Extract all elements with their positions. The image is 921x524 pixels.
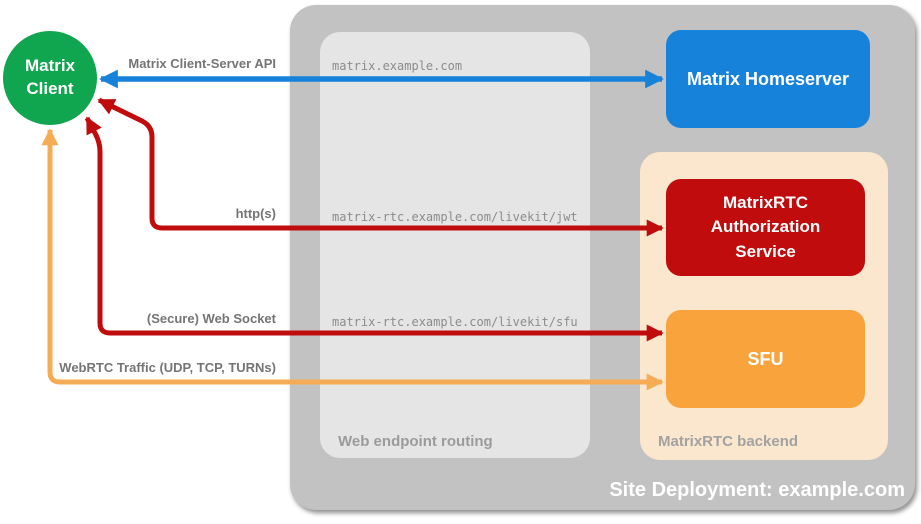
webrtc-traffic-arrow <box>41 128 664 391</box>
endpoint-matrix-example-com: matrix.example.com <box>332 59 463 73</box>
matrix-client-label: Matrix Client <box>24 56 76 98</box>
matrix-homeserver-node: Matrix Homeserver <box>666 30 870 128</box>
matrix-homeserver-label: Matrix Homeserver <box>686 68 850 89</box>
matrixrtc-authorization-service-node: MatrixRTC Authorization Service <box>666 179 865 276</box>
matrix-client-node: Matrix Client <box>3 31 97 125</box>
sfu-label: SFU <box>747 348 784 369</box>
webrtc-traffic-arrow-label: WebRTC Traffic (UDP, TCP, TURNs) <box>59 360 276 375</box>
https-arrow-label: http(s) <box>235 206 276 221</box>
site-deployment-title: Site Deployment: example.com <box>609 479 905 501</box>
sfu-node: SFU <box>666 310 865 408</box>
web-endpoint-routing-label: Web endpoint routing <box>338 433 493 450</box>
client-server-api-arrow-label: Matrix Client-Server API <box>128 56 276 71</box>
matrixrtc-authorization-service-label: MatrixRTC Authorization Service <box>710 192 821 261</box>
web-socket-arrow-label: (Secure) Web Socket <box>146 311 276 326</box>
matrixrtc-backend-label: MatrixRTC backend <box>658 433 799 450</box>
https-arrow <box>97 97 664 237</box>
